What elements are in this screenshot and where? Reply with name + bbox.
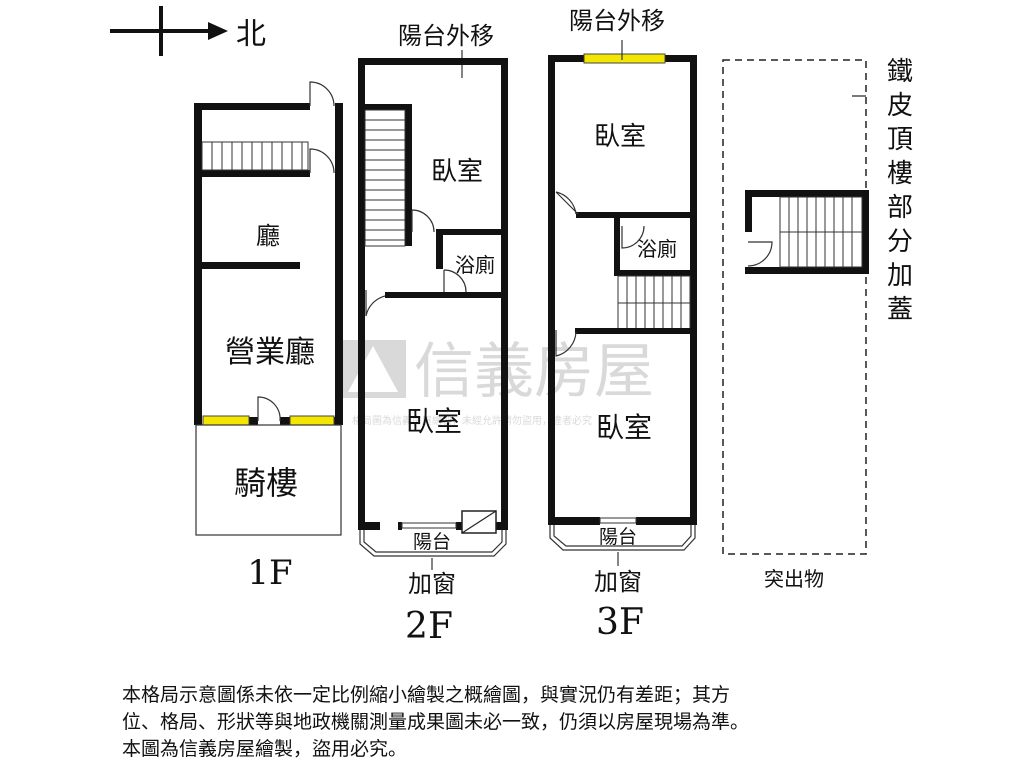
floor-3f: 陽台外移 臥室 浴廁 臥室 陽台 加窗 xyxy=(548,7,697,643)
floor-label-3f: 3F xyxy=(596,602,644,643)
door-icon xyxy=(365,290,386,317)
stair-protrusion xyxy=(745,190,869,274)
disclaimer: 本格局示意圖係未依一定比例縮小繪製之概繪圖，與實況仍有差距；其方 位、格局、形狀… xyxy=(122,682,922,763)
rooftop-addition-outline xyxy=(722,59,867,555)
door-icon xyxy=(309,148,335,174)
door-icon xyxy=(257,396,281,422)
floor-label-1f: 1F xyxy=(247,553,292,593)
door-icon xyxy=(443,269,467,293)
door-icon xyxy=(555,330,577,357)
note-window-add-3f: 加窗 xyxy=(594,568,642,596)
disclaimer-line: 位、格局、形狀等與地政機關測量成果圖未必一致，仍須以房屋現場為準。 xyxy=(122,711,750,733)
vertical-char: 蓋 xyxy=(887,295,913,325)
room-label-bedroom-top-2f: 臥室 xyxy=(431,157,483,187)
rooftop: 鐵 皮 頂 樓 部 分 加 蓋 突出物 xyxy=(722,57,913,591)
room-label-bath-2f: 浴廁 xyxy=(455,253,495,277)
room-label-arcade: 騎樓 xyxy=(234,464,298,502)
vertical-char: 樓 xyxy=(887,159,913,189)
disclaimer-line: 本格局示意圖係未依一定比例縮小繪製之概繪圖，與實況仍有差距；其方 xyxy=(122,684,731,706)
watermark-brand: 信義房屋 xyxy=(414,337,654,407)
room-label-hall: 廳 xyxy=(256,222,280,250)
room-label-balcony-3f: 陽台 xyxy=(599,526,637,548)
door-icon xyxy=(621,225,645,249)
disclaimer-line: 本圖為信義房屋繪製，盜用必究。 xyxy=(122,738,408,760)
note-balcony-moved-2f: 陽台外移 xyxy=(398,22,494,50)
compass: 北 xyxy=(110,6,266,56)
stair-3f xyxy=(617,275,691,331)
floor-2f: 陽台外移 臥室 浴廁 臥室 陽台 xyxy=(358,22,508,647)
vertical-char: 分 xyxy=(887,227,913,257)
stair-1f xyxy=(201,141,309,171)
brand-logo-icon xyxy=(340,340,406,398)
compass-north-label: 北 xyxy=(236,17,266,52)
room-label-balcony-2f: 陽台 xyxy=(413,531,451,553)
vertical-char: 部 xyxy=(887,193,913,223)
vertical-char: 頂 xyxy=(887,125,913,155)
room-label-business-hall: 營業廳 xyxy=(225,335,315,370)
floor-label-2f: 2F xyxy=(405,606,453,647)
rooftop-vertical-label: 鐵 皮 頂 樓 部 分 加 蓋 xyxy=(887,57,913,325)
door-icon xyxy=(309,81,335,107)
vertical-char: 鐵 xyxy=(887,57,913,87)
note-window-add-2f: 加窗 xyxy=(408,570,456,598)
note-balcony-moved-3f: 陽台外移 xyxy=(569,7,665,35)
door-icon xyxy=(747,241,773,267)
protrusion-label: 突出物 xyxy=(764,567,824,591)
vertical-char: 加 xyxy=(887,261,913,291)
room-label-bedroom-top-3f: 臥室 xyxy=(594,122,646,152)
floor-1f: 廳 營業廳 騎樓 1F xyxy=(194,81,343,593)
north-arrow-icon xyxy=(208,22,228,40)
door-icon xyxy=(411,209,435,233)
vertical-char: 皮 xyxy=(887,91,913,121)
room-label-bedroom-main-2f: 臥室 xyxy=(406,405,462,438)
watermark-fine-print: 格局圖為信義房屋繪製，未經允許請勿盜用，違者必究 xyxy=(352,414,592,427)
room-label-bedroom-main-3f: 臥室 xyxy=(596,411,652,444)
room-label-bath-3f: 浴廁 xyxy=(637,237,677,261)
stair-2f xyxy=(358,104,412,247)
door-icon xyxy=(555,191,579,215)
